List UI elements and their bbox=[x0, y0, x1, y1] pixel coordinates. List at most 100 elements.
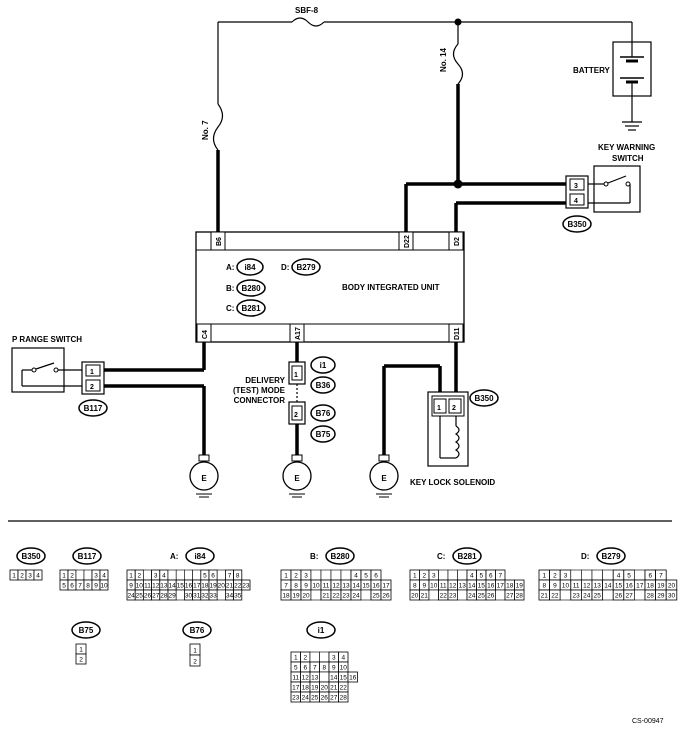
pin-number: 11 bbox=[323, 583, 330, 590]
pin-number: 5 bbox=[479, 573, 483, 580]
terminal-b6: B6 bbox=[216, 237, 223, 246]
ground-icon: E bbox=[282, 454, 312, 498]
empty-cavity bbox=[216, 589, 226, 601]
pin-number: 8 bbox=[294, 583, 298, 590]
pin-cell bbox=[241, 579, 251, 591]
empty-cavity bbox=[75, 569, 85, 581]
pin-number: 32 bbox=[201, 593, 209, 600]
ground-label: E bbox=[294, 474, 300, 483]
pin-cell bbox=[99, 579, 109, 591]
pin-number: 28 bbox=[340, 695, 348, 702]
kws-pin-3: 3 bbox=[574, 183, 578, 190]
connector-tag bbox=[236, 258, 264, 276]
pin-number: 28 bbox=[647, 593, 655, 600]
connector-prefix: D: bbox=[581, 552, 589, 561]
wires bbox=[216, 21, 633, 232]
pin-number: 19 bbox=[516, 583, 524, 590]
empty-cavity bbox=[602, 569, 614, 581]
pin-number: 13 bbox=[311, 675, 319, 682]
pin-cell bbox=[189, 654, 201, 667]
pin-number: 6 bbox=[648, 573, 652, 580]
dc-conn-i1: i1 bbox=[320, 361, 327, 370]
figure-code: CS-00947 bbox=[632, 718, 664, 725]
pin-number: 13 bbox=[594, 583, 602, 590]
empty-cavity bbox=[319, 671, 330, 683]
pin-cell bbox=[347, 671, 358, 683]
pin-number: 27 bbox=[330, 695, 338, 702]
pin-number: 4 bbox=[162, 573, 166, 580]
connector-tag bbox=[291, 258, 321, 276]
empty-cavity bbox=[83, 569, 93, 581]
pin-cell bbox=[665, 589, 678, 601]
pin-number: 2 bbox=[553, 573, 557, 580]
pin-number: 21 bbox=[421, 593, 429, 600]
pin-number: 1 bbox=[193, 648, 197, 655]
pin-number: 17 bbox=[497, 583, 505, 590]
empty-cavity bbox=[192, 569, 202, 581]
pin-number: 20 bbox=[218, 583, 226, 590]
pin-number: 7 bbox=[313, 665, 317, 672]
pin-number: 1 bbox=[542, 573, 546, 580]
pin-number: 1 bbox=[129, 573, 133, 580]
pin-number: 3 bbox=[432, 573, 436, 580]
connector-id: B281 bbox=[457, 552, 477, 561]
empty-cavity bbox=[428, 589, 439, 601]
pin-number: 23 bbox=[572, 593, 580, 600]
pin-number: 21 bbox=[541, 593, 549, 600]
empty-cavity bbox=[581, 569, 593, 581]
pin-number: 17 bbox=[636, 583, 644, 590]
key-lock-solenoid: 1 2 B350 KEY LOCK SOLENOID bbox=[410, 389, 499, 487]
pin-number: 4 bbox=[470, 573, 474, 580]
pin-number: 1 bbox=[62, 573, 66, 580]
pin-number: 29 bbox=[657, 593, 665, 600]
pin-number: 8 bbox=[86, 583, 90, 590]
connector-id: B75 bbox=[79, 626, 94, 635]
empty-cavity bbox=[457, 589, 468, 601]
pin-number: 23 bbox=[242, 583, 250, 590]
dc-conn-b36: B36 bbox=[316, 381, 331, 390]
terminal-a17: A17 bbox=[295, 327, 302, 340]
connector-tag bbox=[310, 376, 336, 394]
connector-tag bbox=[452, 547, 482, 565]
delivery-connector: 1 2 i1 B36 B76 B75 DELIVERY (TEST) MODE … bbox=[233, 356, 336, 443]
pin-number: 24 bbox=[352, 593, 360, 600]
empty-cavity bbox=[309, 651, 320, 663]
pin-number: 25 bbox=[594, 593, 602, 600]
pin-number: 26 bbox=[382, 593, 390, 600]
pin-number: 10 bbox=[100, 583, 108, 590]
pin-number: 3 bbox=[564, 573, 568, 580]
empty-cavity bbox=[319, 651, 330, 663]
terminal-d11: D11 bbox=[454, 327, 461, 340]
pin-number: 9 bbox=[332, 665, 336, 672]
empty-cavity bbox=[175, 569, 185, 581]
empty-cavity bbox=[438, 569, 449, 581]
pin-cell bbox=[75, 653, 87, 665]
pin-number: 25 bbox=[372, 593, 380, 600]
pin-number: 7 bbox=[498, 573, 502, 580]
empty-cavity bbox=[143, 569, 152, 581]
key-warning-label-1: KEY WARNING bbox=[598, 143, 655, 152]
connector-tag bbox=[185, 547, 215, 565]
pin-number: 3 bbox=[332, 655, 336, 662]
connector-id: i84 bbox=[194, 552, 206, 561]
lower-wires bbox=[104, 342, 458, 455]
pin-number: 1 bbox=[79, 647, 83, 654]
pin-number: 4 bbox=[341, 655, 345, 662]
pin-number: 13 bbox=[459, 583, 467, 590]
pin-number: 26 bbox=[615, 593, 623, 600]
biu-prefix-a: A: bbox=[226, 263, 234, 272]
dc-conn-b76: B76 bbox=[316, 409, 331, 418]
pin-number: 9 bbox=[553, 583, 557, 590]
pin-number: 18 bbox=[282, 593, 290, 600]
connector-id: B279 bbox=[601, 552, 621, 561]
pin-number: 8 bbox=[322, 665, 326, 672]
p-range-switch: P RANGE SWITCH 1 2 B117 bbox=[11, 335, 108, 417]
pin-number: 5 bbox=[294, 665, 298, 672]
dc-pin-1: 1 bbox=[294, 372, 298, 379]
ground-label: E bbox=[381, 474, 387, 483]
pin-number: 16 bbox=[185, 583, 193, 590]
prs-connector-id: B117 bbox=[84, 404, 103, 413]
sbf8-label: SBF-8 bbox=[295, 6, 319, 15]
